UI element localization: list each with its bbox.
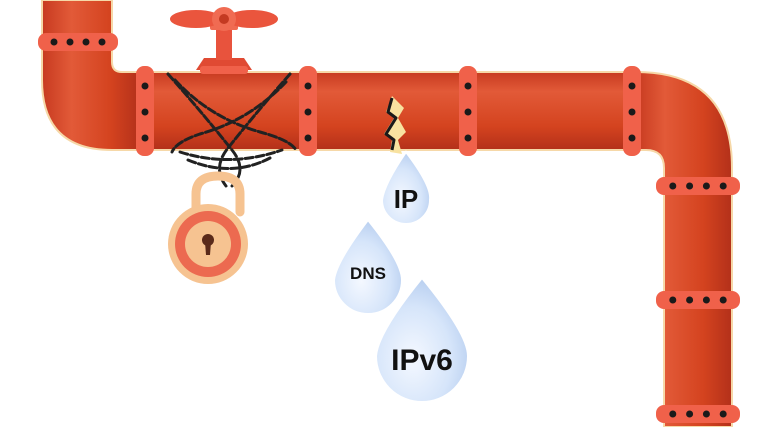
flange-horizontal-1 <box>656 177 740 195</box>
flange-bolt <box>82 38 90 46</box>
flange-bolt <box>141 82 149 90</box>
flange-bolt <box>464 134 472 142</box>
flange-bolt <box>141 134 149 142</box>
flange-bolt <box>686 182 694 190</box>
drop-label-dns: DNS <box>350 264 386 283</box>
flange-bolt <box>304 82 312 90</box>
flange-bolt <box>628 108 636 116</box>
flange-bolt <box>98 38 106 46</box>
water-drop-ip: IP <box>380 150 432 225</box>
pipe-left-elbow <box>41 0 141 151</box>
drop-label-ip: IP <box>394 184 419 214</box>
padlock-icon <box>168 171 248 284</box>
drop-label-ipv6: IPv6 <box>391 344 453 377</box>
flange-horizontal-2 <box>656 291 740 309</box>
flange-bolt <box>686 296 694 304</box>
flange-horizontal-0 <box>38 33 118 51</box>
flange-bolt <box>464 108 472 116</box>
flange-bolt <box>719 296 727 304</box>
flange-bolt <box>628 82 636 90</box>
flange-bolt <box>669 182 677 190</box>
flange-bolt <box>141 108 149 116</box>
flange-bolt <box>702 296 710 304</box>
flange-bolt <box>702 182 710 190</box>
water-drop-dns: DNS <box>332 218 404 315</box>
flange-bolt <box>702 410 710 418</box>
valve-handle-icon <box>170 7 278 74</box>
flange-bolt <box>686 410 694 418</box>
flange-bolt <box>669 296 677 304</box>
crack-icon <box>384 96 406 154</box>
flange-bolt <box>669 410 677 418</box>
water-drop-ipv6: IPv6 <box>374 276 470 403</box>
flange-bolt <box>66 38 74 46</box>
pipe-right-elbow <box>635 70 733 427</box>
flange-horizontal-3 <box>656 405 740 423</box>
flange-bolt <box>50 38 58 46</box>
pipe-flanges <box>38 33 740 423</box>
flange-bolt <box>464 82 472 90</box>
flange-bolt <box>304 108 312 116</box>
flange-bolt <box>628 134 636 142</box>
chain-icon <box>166 72 298 188</box>
flange-bolt <box>719 182 727 190</box>
flange-bolt <box>719 410 727 418</box>
flange-bolt <box>304 134 312 142</box>
